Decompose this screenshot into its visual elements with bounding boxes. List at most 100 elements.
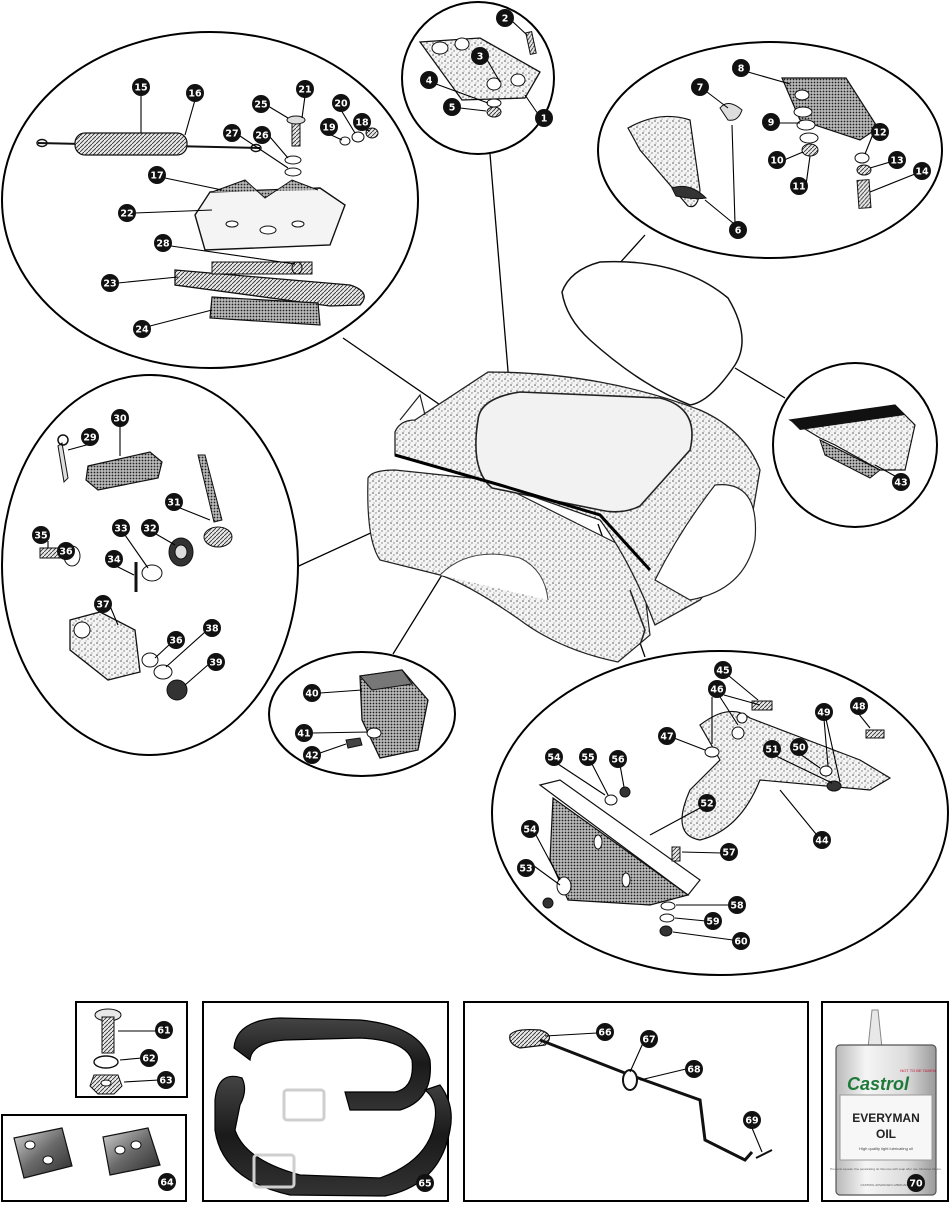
callout-badge [253,126,271,144]
hinge-block-part [194,179,346,251]
callout-badge [101,274,119,292]
callout-61: 61 [155,1021,173,1039]
callout-number: 2 [502,14,509,25]
callout-badge [691,78,709,96]
callout-badge [140,1049,158,1067]
callout-number: 65 [418,1179,431,1190]
callout-number: 43 [894,478,907,489]
callout-number: 57 [722,848,735,859]
callout-23: 23 [101,274,119,292]
callout-13: 13 [888,151,906,169]
callout-44: 44 [813,831,831,849]
callout-badge [763,740,781,758]
callout-number: 9 [768,118,775,129]
callout-badge [118,204,136,222]
callout-number: 39 [209,658,222,669]
callout-badge [743,1111,761,1129]
callout-number: 6 [735,226,742,237]
hinge-assembly-panel [1,31,419,369]
callout-59: 59 [704,912,722,930]
callout-number: 35 [34,531,47,542]
callout-badge [640,1030,658,1048]
callout-number: 48 [852,702,866,713]
callout-badge [698,794,716,812]
seal-panel [772,362,938,528]
callout-badge [704,912,722,930]
callout-number: 67 [642,1035,655,1046]
callout-12: 12 [871,123,889,141]
callout-62: 62 [140,1049,158,1067]
callout-number: 54 [523,825,537,836]
callout-number: 36 [169,636,183,647]
callout-badge [223,124,241,142]
callout-badge [154,234,172,252]
stay-spring-part [36,132,262,156]
callout-33: 33 [112,519,130,537]
callout-number: 64 [160,1178,174,1189]
callout-number: 17 [150,171,163,182]
callout-badge [320,118,338,136]
callout-66: 66 [596,1023,614,1041]
callout-24: 24 [133,320,151,338]
callout-number: 20 [334,99,348,110]
callout-badge [871,123,889,141]
callout-60: 60 [732,932,750,950]
callout-number: 66 [598,1028,612,1039]
callout-badge [714,661,732,679]
callout-36: 36 [167,631,185,649]
callout-badge [913,162,931,180]
packing-strip-part [209,296,321,326]
callout-63: 63 [157,1071,175,1089]
callout-badge [165,493,183,511]
hinge-bolts-part [284,115,379,275]
callout-number: 52 [700,799,713,810]
callout-badge [813,831,831,849]
callout-41: 41 [295,724,313,742]
callout-number: 28 [156,239,170,250]
callout-number: 44 [815,836,829,847]
callout-32: 32 [141,519,159,537]
callout-22: 22 [118,204,136,222]
callout-30: 30 [111,409,129,427]
callout-number: 49 [817,708,830,719]
callout-31: 31 [165,493,183,511]
callout-badge [158,1173,176,1191]
callout-number: 58 [730,901,744,912]
callout-badge [420,71,438,89]
callout-number: 56 [611,755,625,766]
callout-number: 12 [873,128,886,139]
callout-badge [521,820,539,838]
callout-badge [850,697,868,715]
callout-number: 1 [541,114,548,125]
callout-number: 47 [660,732,673,743]
callout-badge [732,59,750,77]
callout-45: 45 [714,661,732,679]
callout-badge [729,221,747,239]
callout-number: 41 [297,729,310,740]
callout-51: 51 [763,740,781,758]
callout-17: 17 [148,166,166,184]
oil-product-line2: OIL [876,1127,896,1141]
oil-product-line1: EVERYMAN [852,1111,920,1125]
callout-47: 47 [658,727,676,745]
callout-number: 29 [83,433,96,444]
callout-65: 65 [416,1174,434,1192]
callout-badge [112,519,130,537]
callout-64: 64 [158,1173,176,1191]
callout-number: 46 [710,685,724,696]
callout-20: 20 [332,94,350,112]
callout-badge [141,519,159,537]
callout-badge [81,428,99,446]
callout-badge [579,748,597,766]
callout-6: 6 [729,221,747,239]
callout-number: 61 [157,1026,170,1037]
callout-68: 68 [685,1060,703,1078]
callout-badge [186,84,204,102]
callout-26: 26 [253,126,271,144]
callout-badge [252,95,270,113]
callout-badge [762,113,780,131]
callout-number: 34 [107,555,121,566]
callout-36: 36 [57,542,75,560]
callout-8: 8 [732,59,750,77]
